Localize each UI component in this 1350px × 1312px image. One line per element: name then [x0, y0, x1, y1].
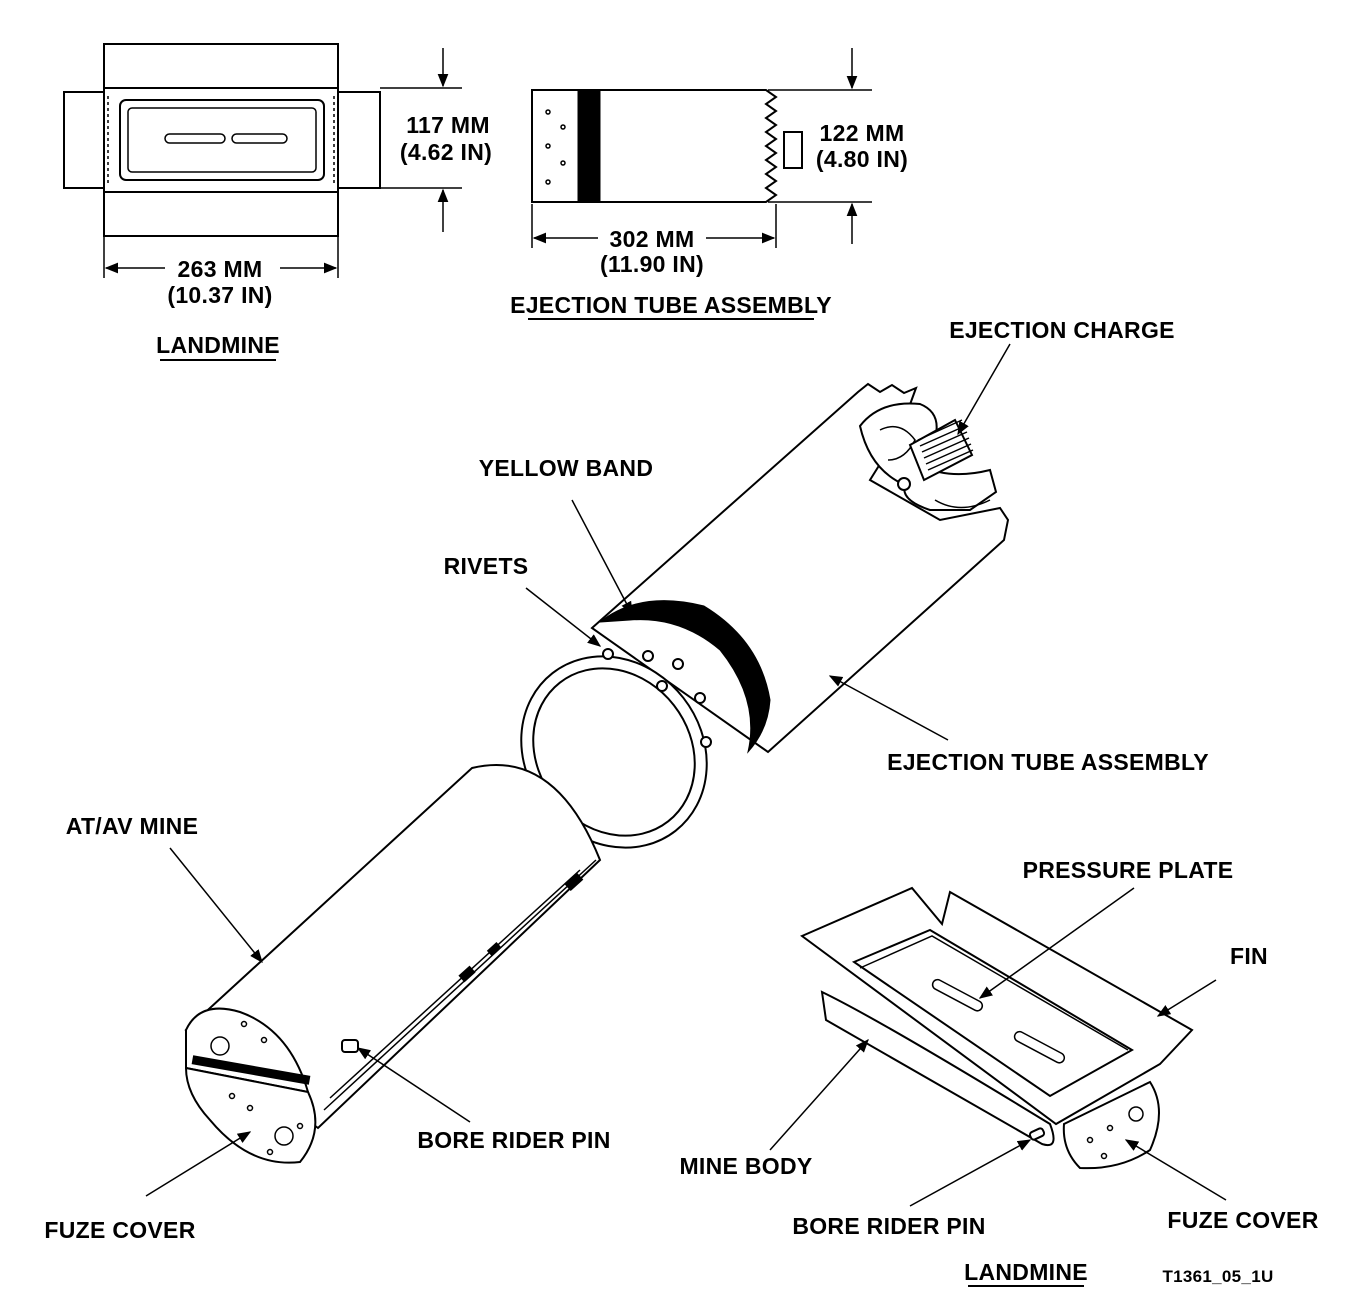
landmine-height-in: (4.62 IN): [400, 139, 492, 165]
label-yellow-band: YELLOW BAND: [479, 455, 654, 481]
label-ejection-tube-assembly: EJECTION TUBE ASSEMBLY: [887, 749, 1209, 775]
label-atav-mine: AT/AV MINE: [66, 813, 198, 839]
label-ejection-charge: EJECTION CHARGE: [949, 317, 1175, 343]
landmine-deployed: [800, 886, 1194, 1170]
figure-id: T1361_05_1U: [1162, 1267, 1273, 1286]
atav-mine-cylinder: [184, 763, 602, 1164]
landmine-plan-view: [63, 43, 462, 361]
landmine-top-title: LANDMINE: [156, 332, 280, 358]
label-fuze-cover-left: FUZE COVER: [44, 1217, 195, 1243]
ejection-tube-side-view: [528, 48, 872, 320]
landmine-bottom-title: LANDMINE: [964, 1259, 1088, 1285]
landmine-width-in: (10.37 IN): [167, 282, 272, 308]
tube-height-in: (4.80 IN): [816, 146, 908, 172]
tube-width-mm: 302 MM: [610, 226, 695, 252]
label-pressure-plate: PRESSURE PLATE: [1023, 857, 1234, 883]
tube-height-mm: 122 MM: [820, 120, 905, 146]
label-fin: FIN: [1230, 943, 1268, 969]
ejection-tube-exploded: [520, 382, 1010, 849]
label-fuze-cover-right: FUZE COVER: [1167, 1207, 1318, 1233]
tube-side-title: EJECTION TUBE ASSEMBLY: [510, 292, 832, 318]
tube-width-in: (11.90 IN): [600, 251, 704, 277]
label-bore-rider-pin-left: BORE RIDER PIN: [417, 1127, 610, 1153]
label-bore-rider-pin-right: BORE RIDER PIN: [792, 1213, 985, 1239]
label-rivets: RIVETS: [444, 553, 529, 579]
landmine-height-mm: 117 MM: [406, 112, 490, 138]
landmine-width-mm: 263 MM: [178, 256, 263, 282]
leader-lines: [145, 343, 1227, 1287]
label-mine-body: MINE BODY: [679, 1153, 812, 1179]
